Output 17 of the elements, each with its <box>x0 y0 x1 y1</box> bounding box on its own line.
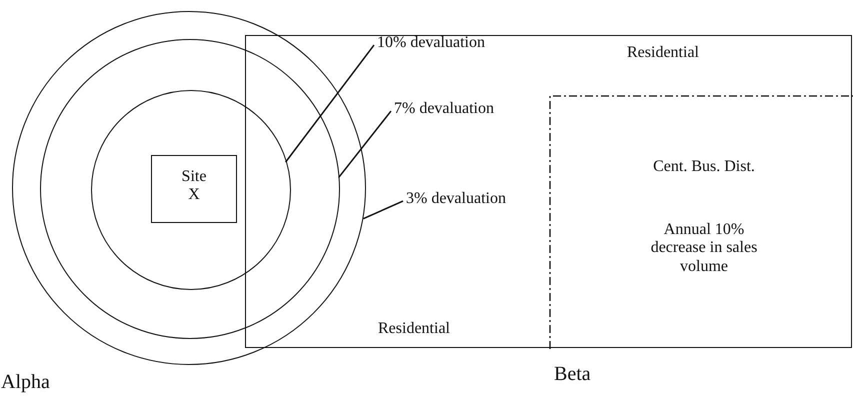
ring-circle <box>40 39 340 339</box>
area-name: Beta <box>554 363 591 386</box>
district-note: Annual 10% decrease in sales volume <box>650 221 758 276</box>
site-label: Site X <box>182 168 206 205</box>
ring-circle <box>91 90 291 290</box>
leader-line <box>363 200 404 220</box>
devaluation-label: 10% devaluation <box>377 34 485 52</box>
leader-line <box>338 110 392 178</box>
area-name: Alpha <box>1 371 50 394</box>
district-boundary <box>549 95 853 349</box>
devaluation-label: 7% devaluation <box>394 100 494 118</box>
leader-line <box>285 44 375 163</box>
site-box <box>151 155 237 223</box>
district-label: Cent. Bus. Dist. <box>652 158 756 176</box>
devaluation-label: 3% devaluation <box>406 190 506 208</box>
zone-label: Residential <box>627 44 699 62</box>
zone-label: Residential <box>378 320 450 338</box>
